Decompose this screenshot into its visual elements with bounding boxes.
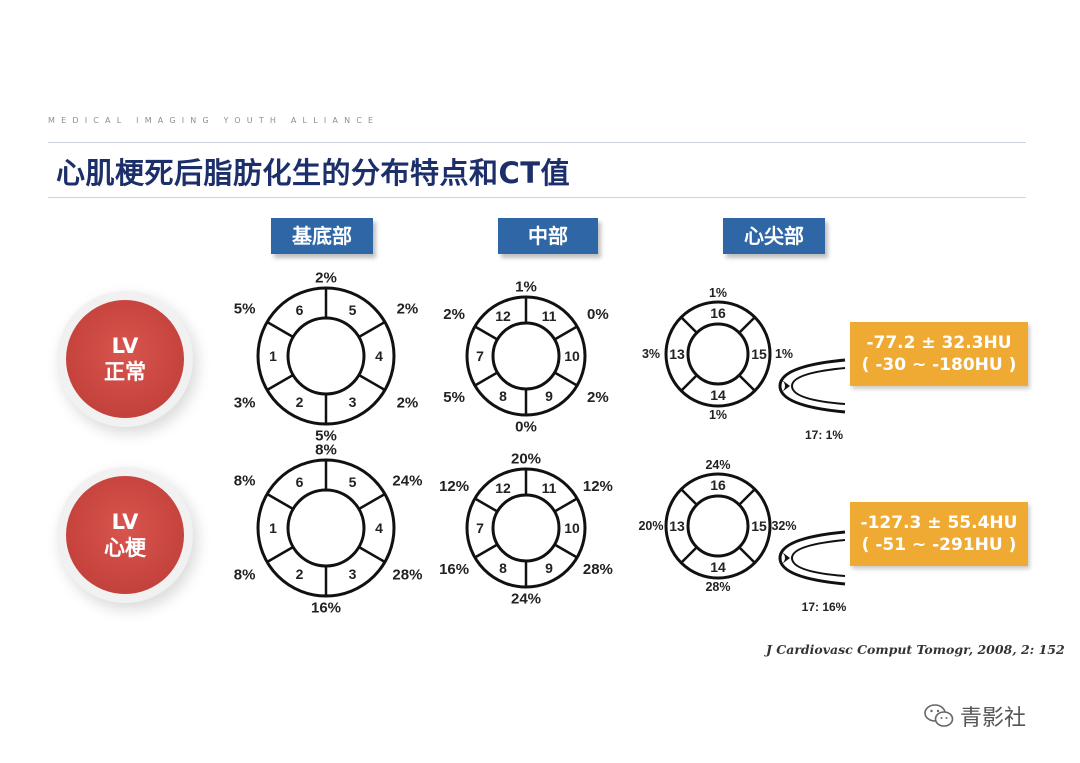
segment-number: 16 xyxy=(710,305,726,321)
segment-number: 8 xyxy=(499,388,507,404)
hu-mean: -127.3 ± 55.4HU xyxy=(860,513,1018,533)
percent-label: 8% xyxy=(234,567,256,584)
percent-label: 28% xyxy=(705,580,730,594)
percent-label: 0% xyxy=(587,306,609,323)
percent-label: 2% xyxy=(587,389,609,406)
segment-number: 9 xyxy=(545,560,553,576)
segment-number: 13 xyxy=(669,346,685,362)
segment-number: 5 xyxy=(349,474,357,490)
watermark-logo: 青影社 xyxy=(924,700,1026,732)
segment-number: 1 xyxy=(269,520,277,536)
segment-number: 12 xyxy=(495,308,511,324)
hu-box-infarct: -127.3 ± 55.4HU ( -51 ~ -291HU ) xyxy=(850,502,1028,566)
percent-label: 32% xyxy=(771,519,796,533)
page-title: 心肌梗死后脂肪化生的分布特点和CT值 xyxy=(56,156,571,190)
segment-number: 3 xyxy=(349,394,357,410)
segment-number: 16 xyxy=(710,477,726,493)
percent-label: 8% xyxy=(315,442,337,459)
percent-label: 12% xyxy=(439,478,469,495)
percent-label: 1% xyxy=(709,286,727,300)
segment-number: 11 xyxy=(542,480,557,496)
apex-label: 17: 1% xyxy=(805,428,843,442)
percent-label: 8% xyxy=(234,473,256,490)
hu-range: ( -30 ~ -180HU ) xyxy=(861,355,1017,375)
hu-mean: -77.2 ± 32.3HU xyxy=(866,333,1012,353)
segment-number: 6 xyxy=(296,302,304,318)
segment-number: 3 xyxy=(349,566,357,582)
header-apical: 心尖部 xyxy=(723,218,825,254)
header-mid: 中部 xyxy=(498,218,598,254)
segment-number: 14 xyxy=(710,387,726,403)
segment-number: 7 xyxy=(476,520,484,536)
row-label-line1: LV xyxy=(111,334,139,358)
percent-label: 12% xyxy=(583,478,613,495)
percent-label: 3% xyxy=(642,347,660,361)
percent-label: 16% xyxy=(439,561,469,578)
segment-number: 5 xyxy=(349,302,357,318)
segment-number: 14 xyxy=(710,559,726,575)
segment-number: 10 xyxy=(564,520,580,536)
percent-label: 24% xyxy=(705,458,730,472)
percent-label: 3% xyxy=(234,395,256,412)
percent-label: 1% xyxy=(775,347,793,361)
segment-number: 2 xyxy=(296,394,304,410)
percent-label: 24% xyxy=(511,591,541,608)
segment-number: 12 xyxy=(495,480,511,496)
segment-number: 4 xyxy=(375,520,383,536)
percent-label: 0% xyxy=(515,419,537,436)
segment-number: 7 xyxy=(476,348,484,364)
segment-number: 6 xyxy=(296,474,304,490)
percent-label: 20% xyxy=(638,519,663,533)
apical-ring: 13 16 15 14 1% 1% 1% 3% xyxy=(642,286,793,422)
percent-label: 5% xyxy=(443,389,465,406)
percent-label: 5% xyxy=(234,301,256,318)
segment-number: 13 xyxy=(669,518,685,534)
top-divider xyxy=(48,142,1026,143)
segment-number: 1 xyxy=(269,348,277,364)
row-label-line2: 心梗 xyxy=(104,536,146,560)
row-label-infarct: LV 心梗 xyxy=(66,476,184,594)
segment-number: 10 xyxy=(564,348,580,364)
percent-label: 1% xyxy=(515,279,537,296)
mid-ring: 7 12 11 10 9 8 20% 12% 28% 24% 16% 12% xyxy=(439,451,613,608)
percent-label: 28% xyxy=(583,561,613,578)
apex-cap: 17: 1% xyxy=(778,358,846,442)
row-label-line2: 正常 xyxy=(104,360,146,384)
percent-label: 2% xyxy=(315,270,337,287)
segment-number: 9 xyxy=(545,388,553,404)
basal-ring: 1 6 5 4 3 2 2% 2% 2% 5% 3% 5% xyxy=(234,270,419,445)
apex-label: 17: 16% xyxy=(802,600,847,614)
mid-ring: 7 12 11 10 9 8 1% 0% 2% 0% 5% 2% xyxy=(443,279,608,436)
wechat-icon xyxy=(924,704,954,727)
hu-range: ( -51 ~ -291HU ) xyxy=(861,535,1017,555)
row-label-line1: LV xyxy=(111,510,139,534)
percent-label: 1% xyxy=(709,408,727,422)
percent-label: 2% xyxy=(443,306,465,323)
title-divider xyxy=(48,197,1026,198)
segment-number: 15 xyxy=(751,346,767,362)
percent-label: 24% xyxy=(392,473,422,490)
logo-text: 青影社 xyxy=(960,706,1027,731)
percent-label: 20% xyxy=(511,451,541,468)
apical-ring: 13 16 15 14 24% 32% 28% 20% xyxy=(638,458,796,594)
hu-box-normal: -77.2 ± 32.3HU ( -30 ~ -180HU ) xyxy=(850,322,1028,386)
reference-citation: J Cardiovasc Comput Tomogr, 2008, 2: 152 xyxy=(766,642,1065,657)
segment-number: 2 xyxy=(296,566,304,582)
header-basal: 基底部 xyxy=(271,218,373,254)
brand-tagline: MEDICAL IMAGING YOUTH ALLIANCE xyxy=(48,116,380,125)
percent-label: 2% xyxy=(397,395,419,412)
percent-label: 5% xyxy=(315,428,337,445)
percent-label: 2% xyxy=(397,301,419,318)
row-label-normal: LV 正常 xyxy=(66,300,184,418)
apex-cap: 17: 16% xyxy=(778,530,847,614)
segment-number: 8 xyxy=(499,560,507,576)
segment-number: 15 xyxy=(751,518,767,534)
segment-number: 11 xyxy=(542,308,557,324)
segment-number: 4 xyxy=(375,348,383,364)
percent-label: 16% xyxy=(311,600,341,617)
percent-label: 28% xyxy=(392,567,422,584)
